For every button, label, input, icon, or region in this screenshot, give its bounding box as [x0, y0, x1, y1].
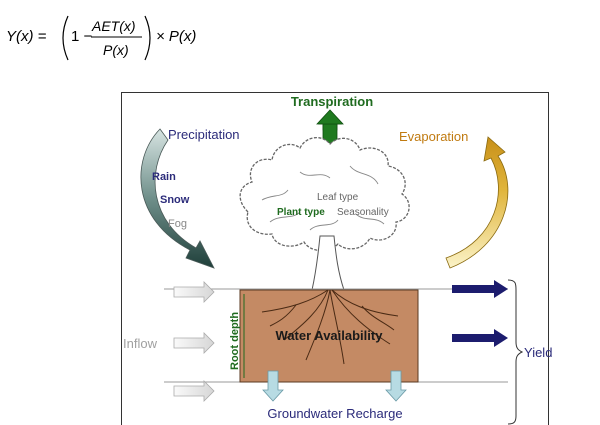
formula-times: × P(x): [156, 28, 196, 45]
precipitation-label: Precipitation: [168, 127, 240, 142]
yield-label: Yield: [524, 345, 552, 360]
yield-brace: [507, 279, 524, 425]
recharge-arrows: [262, 370, 407, 402]
water-availability-label: Water Availability: [276, 328, 384, 343]
formula-right-paren: [144, 15, 151, 61]
formula-denominator: P(x): [103, 42, 129, 58]
tree-roots: [261, 289, 399, 365]
transpiration-arrow: [316, 109, 344, 147]
formula-left-paren: [62, 15, 69, 61]
formula-one-minus: 1 −: [71, 28, 93, 45]
formula-lhs: Y(x) =: [6, 28, 47, 45]
snow-label: Snow: [160, 194, 190, 206]
plant-type-label: Plant type: [277, 207, 325, 218]
inflow-label: Inflow: [123, 336, 158, 351]
evaporation-label: Evaporation: [399, 129, 468, 144]
root-depth-label: Root depth: [229, 312, 241, 370]
yield-formula: Y(x) = 1 − AET(x) P(x) × P(x): [6, 15, 196, 61]
soil-box: [239, 289, 419, 383]
diagram-frame: [121, 92, 549, 425]
fog-label: Fog: [168, 218, 187, 230]
rain-label: Rain: [152, 171, 176, 183]
leaf-type-label: Leaf type: [317, 192, 359, 203]
transpiration-label: Transpiration: [291, 94, 373, 109]
formula-numerator: AET(x): [91, 18, 136, 34]
yield-arrows: [452, 280, 508, 347]
evaporation-arrow: [445, 136, 509, 269]
seasonality-label: Seasonality: [337, 207, 389, 218]
inflow-arrows: [173, 281, 215, 402]
precipitation-arrow: [140, 128, 215, 269]
groundwater-recharge-label: Groundwater Recharge: [267, 406, 402, 421]
tree-canopy: [239, 137, 410, 252]
